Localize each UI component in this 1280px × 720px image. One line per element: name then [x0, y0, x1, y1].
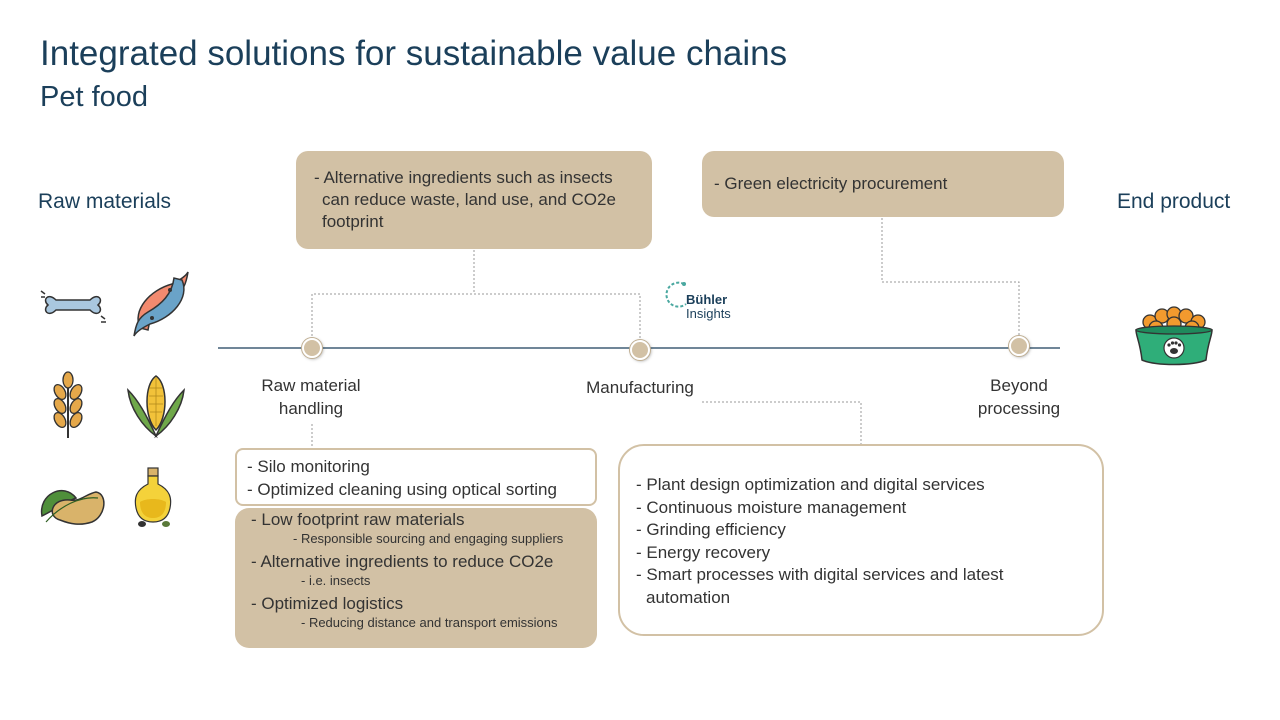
timeline-dot-beyond [1009, 336, 1029, 356]
footprint-item: - Optimized logistics [251, 594, 404, 613]
footprint-item: - Alternative ingredients to reduce CO2e [251, 552, 554, 571]
page-subtitle: Pet food [40, 81, 149, 113]
green-electricity-text: - Green electricity procurement [714, 174, 948, 193]
pet-food-bowl-icon [1135, 306, 1213, 366]
silo-box: - Silo monitoring - Optimized cleaning u… [235, 448, 597, 506]
stage-raw-handling-line2: handling [278, 399, 344, 418]
timeline-dot-raw-handling [302, 338, 322, 358]
bone-icon [40, 290, 106, 323]
buhler-insights-logo: Bühler Insights [664, 280, 754, 324]
stage-raw-handling: Raw material handling [241, 374, 381, 420]
logo-arc-icon [665, 281, 687, 308]
alt-ingredients-box: - Alternative ingredients such as insect… [296, 151, 652, 249]
footprint-item: - Low footprint raw materials [251, 510, 465, 529]
footprint-sub-item: - Responsible sourcing and engaging supp… [293, 531, 564, 546]
alt-ingredients-text: - Alternative ingredients such as insect… [314, 168, 616, 231]
logo-line1: Bühler [686, 292, 728, 307]
manufacturing-item: - Continuous moisture management [636, 497, 907, 517]
manufacturing-box: - Plant design optimization and digital … [618, 444, 1104, 636]
silo-item: - Silo monitoring [247, 457, 370, 476]
manufacturing-item: - Plant design optimization and digital … [636, 475, 985, 494]
manufacturing-item: - Smart processes with digital services … [636, 565, 1004, 607]
footprint-box: - Low footprint raw materials - Responsi… [235, 508, 597, 648]
oil-bottle-icon [134, 467, 172, 527]
fish-icon [133, 271, 189, 337]
beans-icon [40, 489, 105, 525]
connector-alt-branch [311, 293, 641, 340]
manufacturing-item: - Grinding efficiency [636, 520, 786, 539]
corn-icon [127, 375, 185, 439]
connector-green-electricity [881, 218, 1020, 338]
manufacturing-item: - Energy recovery [636, 542, 771, 562]
stage-beyond-line1: Beyond [990, 376, 1048, 395]
raw-materials-label: Raw materials [38, 190, 172, 213]
wheat-icon [53, 371, 83, 438]
footprint-sub-item: - Reducing distance and transport emissi… [301, 615, 558, 630]
stage-manufacturing: Manufacturing [586, 378, 694, 397]
footprint-sub-item: - i.e. insects [301, 573, 371, 588]
connector-manufacturing [702, 401, 862, 444]
stage-beyond: Beyond processing [949, 374, 1089, 420]
logo-line2: Insights [686, 306, 731, 321]
timeline-dot-manufacturing [630, 340, 650, 360]
green-electricity-box: - Green electricity procurement [702, 151, 1064, 217]
page-title: Integrated solutions for sustainable val… [40, 34, 788, 73]
stage-beyond-line2: processing [977, 399, 1061, 418]
silo-item: - Optimized cleaning using optical sorti… [247, 480, 557, 499]
stage-raw-handling-line1: Raw material [261, 376, 361, 395]
end-product-label: End product [1117, 190, 1231, 213]
